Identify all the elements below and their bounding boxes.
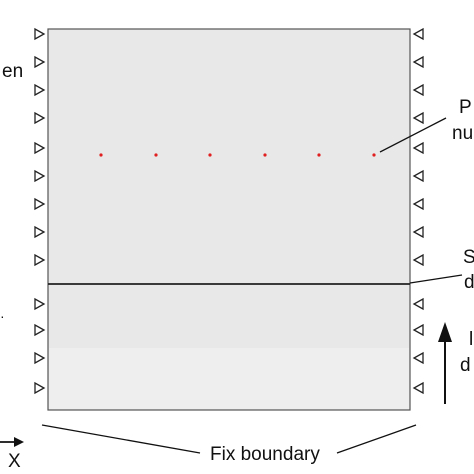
right-label-mid-line1: S [463, 247, 474, 268]
roller-right-9 [412, 297, 424, 311]
left-mark: · [0, 308, 5, 324]
right-label-top-line1: P [459, 97, 472, 118]
roller-left-9 [34, 297, 46, 311]
right-label-mid-line2: d [464, 272, 474, 293]
leader-line-mid [409, 274, 463, 284]
right-label-bottom-line1: l [469, 329, 474, 350]
left-partial-label: en [2, 61, 24, 82]
roller-left-5 [34, 169, 46, 183]
axis-label: X [8, 451, 21, 472]
sample-point-2 [208, 153, 212, 157]
sample-point-5 [372, 153, 376, 157]
roller-right-12 [412, 381, 424, 395]
roller-right-0 [412, 27, 424, 41]
roller-left-7 [34, 225, 46, 239]
bottom-label: Fix boundary [210, 444, 320, 465]
lower-domain-band [49, 348, 409, 409]
leader-line-top [379, 117, 447, 153]
roller-left-2 [34, 83, 46, 97]
sample-point-3 [263, 153, 267, 157]
roller-right-2 [412, 83, 424, 97]
x-axis-arrow-icon [0, 437, 24, 447]
roller-left-12 [34, 381, 46, 395]
roller-left-1 [34, 55, 46, 69]
sample-point-0 [99, 153, 103, 157]
roller-left-11 [34, 351, 46, 365]
right-label-bottom-line2: d [460, 355, 471, 376]
sample-point-1 [154, 153, 158, 157]
roller-right-5 [412, 169, 424, 183]
roller-left-0 [34, 27, 46, 41]
roller-right-3 [412, 111, 424, 125]
roller-right-8 [412, 253, 424, 267]
roller-right-10 [412, 323, 424, 337]
roller-support-right-icon [412, 27, 424, 395]
roller-right-11 [412, 351, 424, 365]
roller-right-6 [412, 197, 424, 211]
roller-right-7 [412, 225, 424, 239]
roller-support-left-icon [34, 27, 46, 395]
right-label-top-line2: nu [452, 123, 474, 144]
roller-left-10 [34, 323, 46, 337]
roller-left-3 [34, 111, 46, 125]
roller-right-4 [412, 141, 424, 155]
roller-left-6 [34, 197, 46, 211]
sample-point-4 [317, 153, 321, 157]
domain-rectangle [47, 28, 411, 411]
leader-line-bottom-right [336, 424, 417, 454]
leader-line-bottom-left [41, 424, 201, 454]
sample-points [99, 153, 376, 157]
roller-left-8 [34, 253, 46, 267]
arrow-up-icon [438, 322, 452, 404]
roller-left-4 [34, 141, 46, 155]
roller-right-1 [412, 55, 424, 69]
